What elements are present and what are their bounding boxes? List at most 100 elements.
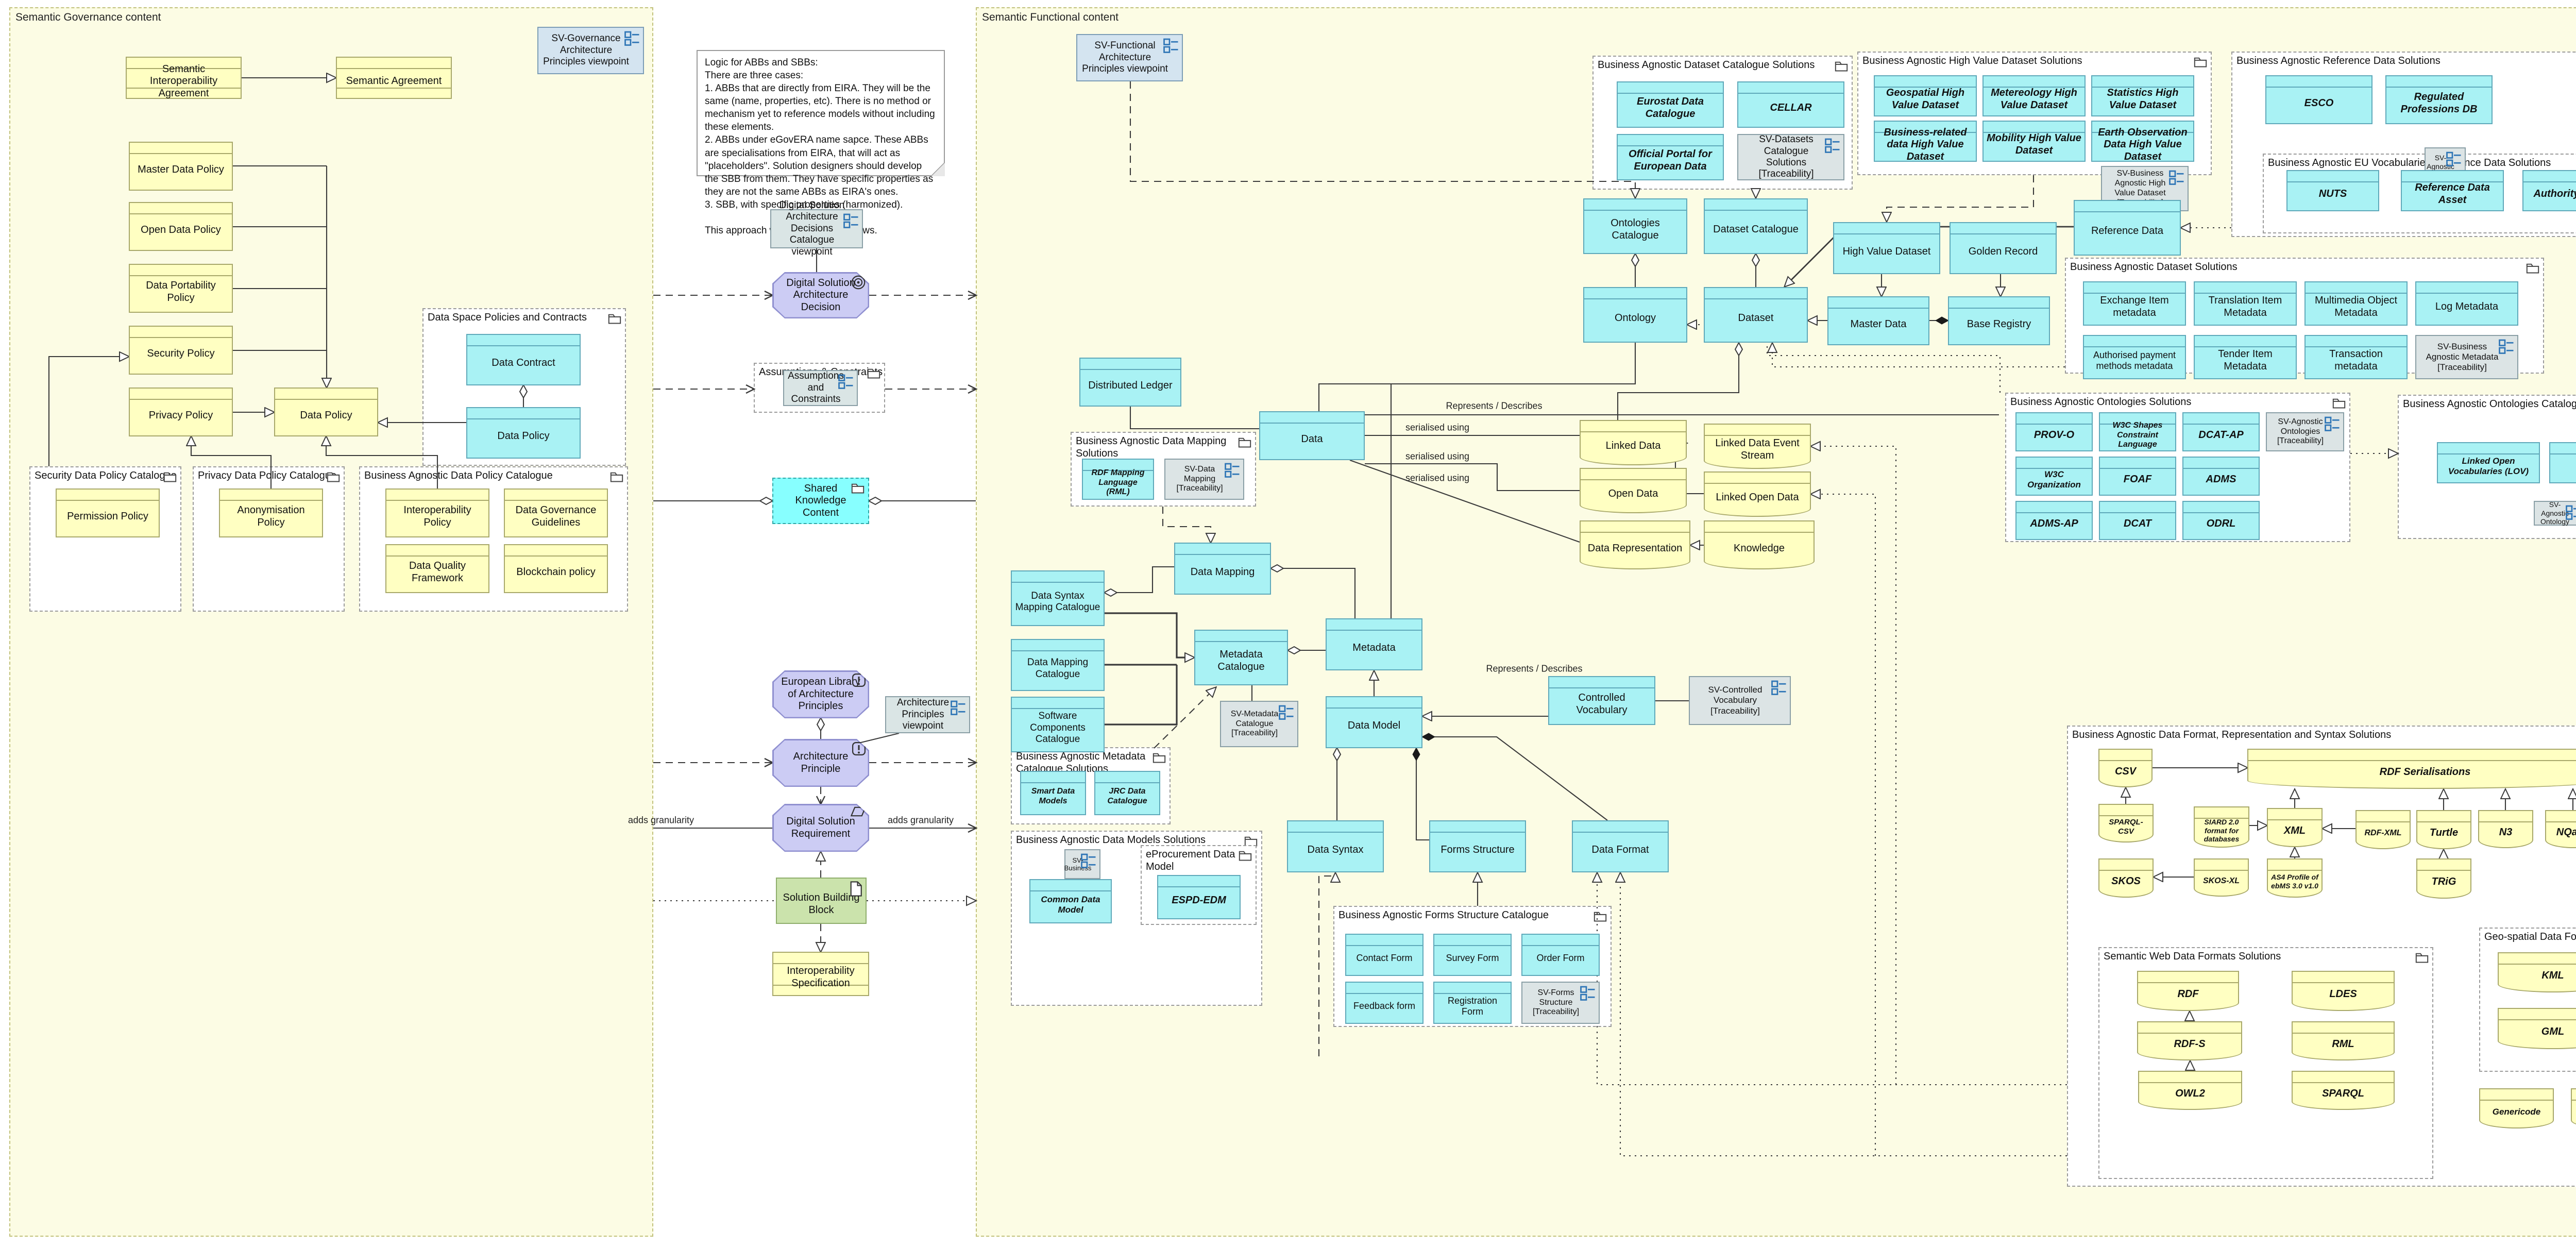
edge-44[interactable] <box>1318 343 1636 411</box>
transaction-metadata[interactable]: Transaction metadata <box>2304 335 2408 379</box>
data-policy[interactable]: Data Policy <box>274 387 378 436</box>
open-data[interactable]: Open Data <box>1580 468 1687 513</box>
edge-70[interactable] <box>1412 747 1429 841</box>
sv-business-small[interactable]: SV-Business <box>1064 849 1100 879</box>
digital-solution-architecture-decision[interactable]: Digital Solution Architecture Decision <box>772 272 869 318</box>
data-mapping-catalogue[interactable]: Data Mapping Catalogue <box>1011 639 1105 691</box>
edge-30[interactable] <box>1129 81 1635 198</box>
jrc-data-catalogue[interactable]: JRC Data Catalogue <box>1094 771 1160 815</box>
data[interactable]: Data <box>1259 411 1365 460</box>
edge-73[interactable] <box>1318 873 1335 1056</box>
rdf-s[interactable]: RDF-S <box>2137 1021 2242 1060</box>
sv-business-agnostic-metadata[interactable]: SV-Business Agnostic Metadata [Traceabil… <box>2415 335 2518 379</box>
sv-agnostic-ontology-small[interactable]: SV-Agnostic Ontology <box>2534 500 2576 526</box>
metereology-hvd[interactable]: Metereology High Value Dataset <box>1982 75 2086 116</box>
edge-62[interactable] <box>1103 566 1174 597</box>
edge-11[interactable] <box>326 436 438 488</box>
skos-xl[interactable]: SKOS-XL <box>2194 858 2249 897</box>
genericode[interactable]: Genericode <box>2479 1088 2554 1128</box>
rml[interactable]: RML <box>2292 1021 2395 1060</box>
metadata[interactable]: Metadata <box>1326 618 1422 670</box>
sparql-csv[interactable]: SPARQL-CSV <box>2098 804 2154 842</box>
semantic-interoperability-agreement[interactable]: Semantic Interoperability Agreement <box>126 57 242 99</box>
rdf-mapping-language-rml[interactable]: RDF Mapping Language (RML) <box>1082 459 1154 500</box>
rdf[interactable]: RDF <box>2137 971 2239 1011</box>
edge-55[interactable] <box>1597 873 2067 1086</box>
business-related-data-hvd[interactable]: Business-related data High Value Dataset <box>1874 121 1977 162</box>
dcat-ap[interactable]: DCAT-AP <box>2182 412 2260 451</box>
as4-profile-of-ebms[interactable]: AS4 Profile of ebMS 3.0 v1.0 <box>2267 858 2323 898</box>
data-mapping[interactable]: Data Mapping <box>1174 543 1271 595</box>
edge-53[interactable] <box>1811 446 1897 1085</box>
edge-43[interactable] <box>1617 341 1743 420</box>
log-metadata[interactable]: Log Metadata <box>2415 281 2518 326</box>
xml[interactable]: XML <box>2267 808 2323 847</box>
semantic-agreement[interactable]: Semantic Agreement <box>336 57 452 99</box>
dataset[interactable]: Dataset <box>1704 287 1808 343</box>
adms-ap[interactable]: ADMS-AP <box>2015 501 2093 540</box>
data-policy-cyan[interactable]: Data Policy <box>466 407 581 459</box>
linked-open-vocabularies-lov[interactable]: Linked Open Vocabularies (LOV) <box>2437 442 2540 483</box>
sparql[interactable]: SPARQL <box>2292 1071 2395 1110</box>
architecture-principles-viewpoint[interactable]: Architecture Principles viewpoint <box>885 696 970 733</box>
note-abb-sbb-logic[interactable]: Logic for ABBs and SBBs: There are three… <box>697 50 945 236</box>
regulated-professions-db[interactable]: Regulated Professions DB <box>2385 75 2493 124</box>
common-data-model-format[interactable]: Common Data Model <box>2571 1088 2576 1128</box>
edge-61[interactable] <box>1269 564 1356 618</box>
edge-56[interactable] <box>1620 873 2067 1157</box>
odrl[interactable]: ODRL <box>2182 501 2260 540</box>
edge-68[interactable] <box>1162 507 1211 543</box>
nqads[interactable]: NQads <box>2545 810 2576 848</box>
edge-10[interactable] <box>191 436 272 488</box>
cellar[interactable]: CELLAR <box>1737 81 1844 128</box>
sv-governance-viewpoint[interactable]: SV-Governance Architecture Principles vi… <box>537 27 644 74</box>
data-representation[interactable]: Data Representation <box>1580 520 1690 569</box>
architecture-principle[interactable]: Architecture Principle <box>772 739 869 787</box>
owl2[interactable]: OWL2 <box>2138 1071 2242 1110</box>
ldes[interactable]: LDES <box>2292 971 2395 1011</box>
security-policy[interactable]: Security Policy <box>129 326 233 375</box>
data-model[interactable]: Data Model <box>1326 696 1422 748</box>
n3[interactable]: N3 <box>2478 810 2533 848</box>
privacy-policy[interactable]: Privacy Policy <box>129 387 233 436</box>
dcat[interactable]: DCAT <box>2099 501 2176 540</box>
registration-form[interactable]: Registration Form <box>1433 982 1512 1024</box>
edge-65[interactable] <box>1105 665 1178 726</box>
european-library-of-architecture-principles[interactable]: European Library of Architecture Princip… <box>772 670 869 718</box>
order-form[interactable]: Order Form <box>1521 934 1600 976</box>
blockchain-policy[interactable]: Blockchain policy <box>504 544 608 593</box>
data-governance-guidelines[interactable]: Data Governance Guidelines <box>504 488 608 537</box>
feedback-form[interactable]: Feedback form <box>1345 982 1423 1024</box>
linked-open-data[interactable]: Linked Open Data <box>1704 471 1811 517</box>
interoperability-policy[interactable]: Interoperability Policy <box>385 488 489 537</box>
w3c-organization[interactable]: W3C Organization <box>2015 457 2093 496</box>
gml[interactable]: GML <box>2498 1008 2576 1049</box>
base-registry[interactable]: Base Registry <box>1948 296 2050 345</box>
software-components-catalogue[interactable]: Software Components Catalogue <box>1011 697 1105 752</box>
linked-data[interactable]: Linked Data <box>1580 420 1687 465</box>
earth-observation-data-hvd[interactable]: Earth Observation Data High Value Datase… <box>2091 121 2194 162</box>
master-data[interactable]: Master Data <box>1827 296 1929 345</box>
multimedia-object-metadata[interactable]: Multimedia Object Metadata <box>2304 281 2408 326</box>
data-portability-policy[interactable]: Data Portability Policy <box>129 264 233 313</box>
dataset-catalogue[interactable]: Dataset Catalogue <box>1704 198 1808 254</box>
ontologies-catalogue[interactable]: Ontologies Catalogue <box>1583 198 1687 254</box>
metadata-catalogue[interactable]: Metadata Catalogue <box>1194 630 1288 685</box>
edge-42[interactable] <box>1772 343 2065 368</box>
assumptions-and-constraints[interactable]: Assumptions and Constraints <box>783 370 858 406</box>
anonymisation-policy[interactable]: Anonymisation Policy <box>219 488 323 537</box>
odp[interactable]: ODP <box>2549 442 2576 483</box>
authorised-payment-methods-metadata[interactable]: Authorised payment methods metadata <box>2083 335 2186 379</box>
semantic-governance-container[interactable]: Semantic Governance content <box>9 7 653 1237</box>
rdf-serialisations[interactable]: RDF Serialisations <box>2247 749 2576 789</box>
edge-63[interactable] <box>1105 612 1194 658</box>
common-data-model[interactable]: Common Data Model <box>1029 879 1112 923</box>
trig[interactable]: TRiG <box>2416 858 2471 899</box>
data-format[interactable]: Data Format <box>1572 820 1669 872</box>
solution-building-block[interactable]: Solution Building Block <box>776 878 867 924</box>
rdf-xml[interactable]: RDF-XML <box>2355 810 2411 849</box>
reference-data[interactable]: Reference Data <box>2074 200 2181 256</box>
controlled-vocabulary[interactable]: Controlled Vocabulary <box>1548 676 1655 725</box>
kml[interactable]: KML <box>2498 952 2576 992</box>
sv-datasets-catalogue-solutions[interactable]: SV-Datasets Catalogue Solutions [Traceab… <box>1737 134 1844 180</box>
